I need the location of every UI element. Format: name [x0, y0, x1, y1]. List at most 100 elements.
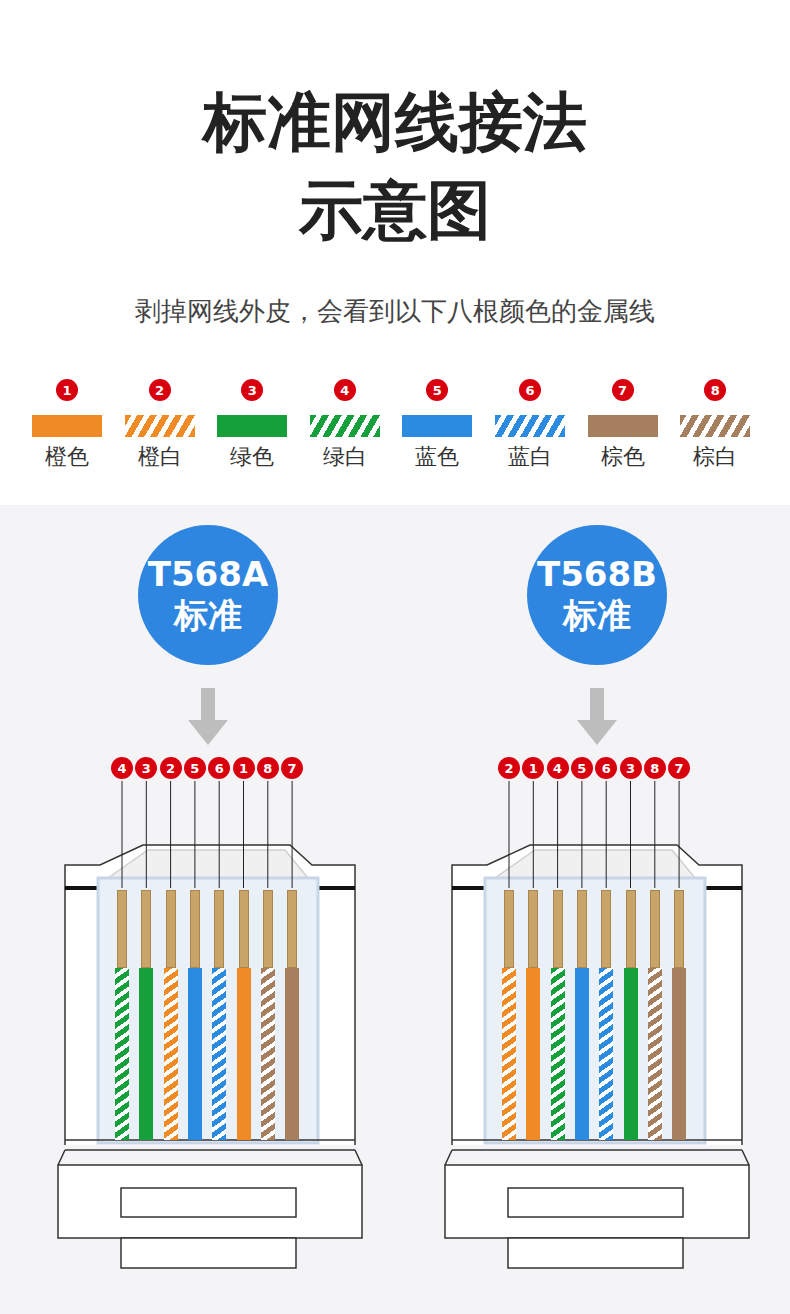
pin-number-badge: 1	[233, 757, 255, 779]
legend-number-badge: 3	[241, 379, 263, 401]
color-swatch	[495, 415, 565, 437]
color-swatch	[32, 415, 102, 437]
legend-text: 棕色	[601, 444, 645, 469]
legend-number-badge: 4	[334, 379, 356, 401]
pin-number-badge: 5	[571, 757, 593, 779]
standard-circle: T568A 标准	[138, 525, 278, 665]
pin-number-badge: 5	[184, 757, 206, 779]
leader-line	[630, 781, 631, 888]
legend-number-badge: 5	[426, 379, 448, 401]
callout-number: 7	[288, 762, 297, 775]
color-swatch	[310, 415, 380, 437]
color-swatch	[125, 415, 195, 437]
legend-number-badge: 8	[704, 379, 726, 401]
subtitle: 剥掉网线外皮，会看到以下八根颜色的金属线	[135, 296, 655, 326]
gold-pin	[528, 890, 538, 968]
callout-number: 5	[577, 762, 586, 775]
legend-text-wrap: 橙色	[21, 443, 113, 471]
callout-number: 7	[618, 384, 627, 397]
pin-number-badge: 8	[644, 757, 666, 779]
legend-text: 蓝白	[508, 444, 552, 469]
callout-number: 5	[190, 762, 199, 775]
leader-line	[219, 781, 220, 888]
leader-line	[194, 781, 195, 888]
callout-number: 8	[650, 762, 659, 775]
wire	[237, 968, 251, 1140]
gold-pin	[504, 890, 514, 968]
leader-line	[581, 781, 582, 888]
callout-number: 3	[626, 762, 635, 775]
callout-number: 3	[142, 762, 151, 775]
wire	[164, 968, 178, 1140]
callout-number: 4	[553, 762, 562, 775]
callout-number: 7	[675, 762, 684, 775]
callout-number: 2	[166, 762, 175, 775]
callout-number: 2	[155, 384, 164, 397]
leader-line	[509, 781, 510, 888]
legend-text-wrap: 棕白	[669, 443, 761, 471]
legend-number-badge: 6	[519, 379, 541, 401]
leader-line	[243, 781, 244, 888]
gold-pin	[239, 890, 249, 968]
legend-number-badge: 1	[56, 379, 78, 401]
legend-text: 绿白	[323, 444, 367, 469]
gold-pin	[674, 890, 684, 968]
callout-number: 6	[525, 384, 534, 397]
gold-pin	[553, 890, 563, 968]
standard-label: T568A 标准	[143, 554, 273, 636]
wire	[648, 968, 662, 1140]
gold-pin	[577, 890, 587, 968]
wire	[526, 968, 540, 1140]
callout-number: 4	[340, 384, 349, 397]
legend-number-badge: 2	[149, 379, 171, 401]
gold-pin	[117, 890, 127, 968]
gold-pin	[626, 890, 636, 968]
wire	[599, 968, 613, 1140]
wire	[212, 968, 226, 1140]
leader-line	[606, 781, 607, 888]
wire	[115, 968, 129, 1140]
callout-number: 8	[711, 384, 720, 397]
leader-line	[170, 781, 171, 888]
wire	[188, 968, 202, 1140]
wire	[551, 968, 565, 1140]
pin-number-badge: 4	[111, 757, 133, 779]
legend-number-badge: 7	[612, 379, 634, 401]
color-swatch	[680, 415, 750, 437]
leader-line	[267, 781, 268, 888]
color-swatch	[588, 415, 658, 437]
legend-text-wrap: 绿色	[206, 443, 298, 471]
gold-pin	[214, 890, 224, 968]
wire	[624, 968, 638, 1140]
callout-number: 4	[117, 762, 126, 775]
legend-text-wrap: 蓝色	[391, 443, 483, 471]
wire	[285, 968, 299, 1140]
standard-label: T568B 标准	[532, 554, 662, 636]
pin-number-badge: 7	[668, 757, 690, 779]
standard-circle: T568B 标准	[527, 525, 667, 665]
callout-number: 1	[62, 384, 71, 397]
subtitle-wrap: 剥掉网线外皮，会看到以下八根颜色的金属线	[10, 293, 780, 329]
gold-pin	[287, 890, 297, 968]
legend-text: 棕白	[693, 444, 737, 469]
gold-pin	[166, 890, 176, 968]
leader-line	[557, 781, 558, 888]
wire	[139, 968, 153, 1140]
leader-line	[122, 781, 123, 888]
leader-line	[679, 781, 680, 888]
legend-text-wrap: 棕色	[577, 443, 669, 471]
leader-line	[654, 781, 655, 888]
legend-text-wrap: 蓝白	[484, 443, 576, 471]
pin-number-badge: 3	[620, 757, 642, 779]
callout-number: 1	[239, 762, 248, 775]
leader-line	[533, 781, 534, 888]
callout-number: 6	[215, 762, 224, 775]
legend-text-wrap: 绿白	[299, 443, 391, 471]
callout-number: 6	[602, 762, 611, 775]
legend-text-wrap: 橙白	[114, 443, 206, 471]
callout-number: 8	[263, 762, 272, 775]
leader-line	[292, 781, 293, 888]
legend-text: 蓝色	[415, 444, 459, 469]
callout-number: 5	[433, 384, 442, 397]
pin-number-badge: 8	[257, 757, 279, 779]
